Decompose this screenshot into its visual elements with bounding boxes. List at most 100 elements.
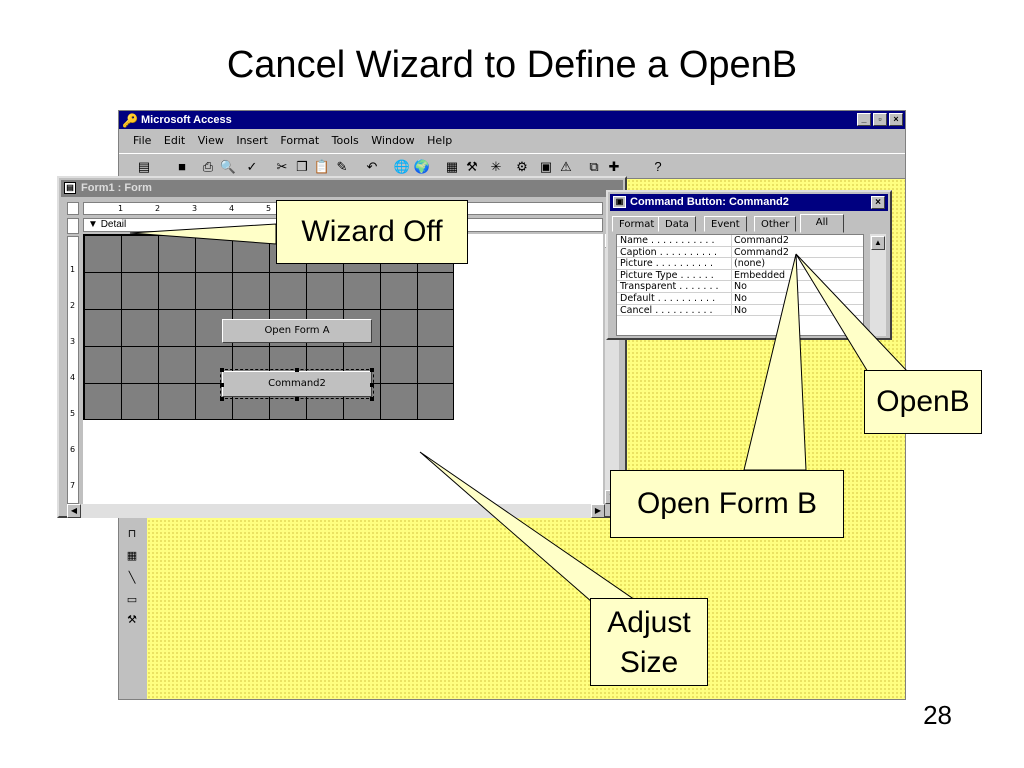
form-titlebar: ▤ Form1 : Form bbox=[61, 180, 623, 197]
property-row[interactable]: Picture Type . . . . . . Embedded bbox=[617, 269, 863, 282]
key-icon: 🔑 bbox=[122, 113, 139, 128]
copy-icon[interactable]: ❐ bbox=[296, 159, 308, 174]
property-name: Default . . . . . . . . . . bbox=[620, 292, 716, 304]
resize-handle[interactable] bbox=[370, 368, 374, 372]
open-form-b-leader bbox=[743, 253, 807, 471]
scroll-left-button[interactable]: ◀ bbox=[67, 504, 81, 518]
menu-file[interactable]: File bbox=[133, 134, 152, 147]
section-arrow-icon: ▼ bbox=[88, 219, 101, 230]
resize-handle[interactable] bbox=[295, 397, 299, 401]
toolbox-icon[interactable]: ⚒ bbox=[466, 159, 478, 174]
ruler-corner[interactable] bbox=[67, 202, 79, 215]
slide-title: Cancel Wizard to Define a OpenB bbox=[226, 44, 798, 86]
property-value[interactable]: (none) bbox=[731, 258, 863, 270]
ruler-mark: 2 bbox=[155, 204, 161, 213]
menu-insert[interactable]: Insert bbox=[236, 134, 268, 147]
tab-all[interactable]: All bbox=[800, 214, 844, 233]
new-object-icon[interactable]: ✚ bbox=[608, 159, 620, 174]
cut-icon[interactable]: ✂ bbox=[276, 159, 288, 174]
property-row[interactable]: Caption . . . . . . . . . .Command2 bbox=[617, 246, 863, 259]
property-value[interactable]: Command2 bbox=[731, 235, 863, 246]
resize-handle[interactable] bbox=[295, 368, 299, 372]
spelling-icon[interactable]: ✓ bbox=[246, 159, 258, 174]
property-value[interactable]: Embedded bbox=[731, 269, 863, 281]
tab-control-icon[interactable]: ⊓ bbox=[127, 527, 137, 540]
section-selector[interactable] bbox=[67, 218, 79, 234]
ruler-mark: 1 bbox=[70, 265, 76, 274]
undo-icon[interactable]: ↶ bbox=[366, 159, 378, 174]
vertical-ruler: 1 2 3 4 5 6 7 bbox=[67, 236, 79, 504]
resize-handle[interactable] bbox=[220, 397, 224, 401]
properties-titlebar: ▣ Command Button: Command2 × bbox=[610, 194, 888, 211]
tab-data[interactable]: Data bbox=[658, 216, 696, 232]
scroll-up-button[interactable]: ▲ bbox=[871, 236, 885, 250]
hyperlink-icon[interactable]: 🌐 bbox=[393, 159, 411, 174]
section-label: Detail bbox=[100, 219, 127, 230]
ruler-mark: 5 bbox=[70, 409, 76, 418]
detail-grid[interactable]: Open Form A Command2 bbox=[83, 234, 454, 420]
property-name: Picture Type . . . . . . bbox=[620, 269, 714, 281]
openb-callout: OpenB bbox=[864, 370, 982, 434]
property-row[interactable]: Transparent . . . . . . .No bbox=[617, 281, 863, 293]
more-controls-icon[interactable]: ⚒ bbox=[127, 613, 137, 626]
scroll-right-button[interactable]: ▶ bbox=[591, 504, 605, 518]
print-preview-icon[interactable]: 🔍 bbox=[219, 159, 237, 174]
resize-handle[interactable] bbox=[220, 368, 224, 372]
tab-event[interactable]: Event bbox=[704, 216, 747, 232]
tab-other[interactable]: Other bbox=[754, 216, 797, 232]
open-form-a-button[interactable]: Open Form A bbox=[222, 319, 372, 343]
maximize-button[interactable]: ▫ bbox=[873, 113, 887, 126]
property-value[interactable]: No bbox=[731, 292, 863, 304]
menu-edit[interactable]: Edit bbox=[163, 134, 186, 147]
close-button[interactable]: × bbox=[889, 113, 903, 126]
properties-icon[interactable]: ▣ bbox=[539, 159, 553, 174]
code-icon[interactable]: ⚙ bbox=[516, 159, 528, 174]
menu-help[interactable]: Help bbox=[427, 134, 453, 147]
database-window-icon[interactable]: ⧉ bbox=[589, 159, 599, 174]
property-row[interactable]: Picture . . . . . . . . . .(none) bbox=[617, 258, 863, 270]
property-value[interactable]: Command2 bbox=[731, 246, 863, 258]
ruler-mark: 5 bbox=[266, 204, 272, 213]
app-title: Microsoft Access bbox=[141, 114, 232, 126]
property-row[interactable]: Cancel . . . . . . . . . .No bbox=[617, 304, 863, 317]
ruler-mark: 7 bbox=[70, 481, 76, 490]
resize-handle[interactable] bbox=[220, 383, 224, 387]
field-list-icon[interactable]: ▦ bbox=[445, 159, 459, 174]
resize-handle[interactable] bbox=[370, 383, 374, 387]
property-row[interactable]: Default . . . . . . . . . . No bbox=[617, 292, 863, 305]
form-title: Form1 : Form bbox=[81, 182, 152, 194]
property-value[interactable]: No bbox=[731, 281, 863, 293]
adjust-size-line: Size bbox=[619, 646, 679, 679]
ruler-mark: 4 bbox=[229, 204, 235, 213]
minimize-button[interactable]: _ bbox=[857, 113, 871, 126]
properties-close-button[interactable]: × bbox=[871, 196, 885, 209]
format-painter-icon[interactable]: ✎ bbox=[336, 159, 348, 174]
menu-bar: File Edit View Insert Format Tools Windo… bbox=[119, 131, 905, 151]
openb-leader bbox=[795, 253, 910, 373]
print-icon[interactable]: ⎙ bbox=[202, 159, 214, 174]
menu-tools[interactable]: Tools bbox=[331, 134, 359, 147]
save-icon[interactable]: ■ bbox=[178, 159, 186, 174]
autoformat-icon[interactable]: ✳ bbox=[490, 159, 502, 174]
form-icon: ▤ bbox=[64, 182, 76, 194]
form-view-icon[interactable]: ▤ bbox=[137, 159, 151, 174]
paste-icon[interactable]: 📋 bbox=[313, 159, 331, 174]
property-row[interactable]: Name . . . . . . . . . . .Command2 bbox=[617, 235, 863, 247]
line-tool-icon[interactable]: ╲ bbox=[128, 571, 136, 584]
menu-window[interactable]: Window bbox=[371, 134, 415, 147]
subform-icon[interactable]: ▦ bbox=[126, 549, 138, 562]
horizontal-scrollbar[interactable]: ◀ ▶ bbox=[67, 504, 605, 518]
rectangle-tool-icon[interactable]: ▭ bbox=[126, 593, 138, 606]
resize-handle[interactable] bbox=[370, 397, 374, 401]
ruler-mark: 6 bbox=[70, 445, 76, 454]
web-toolbar-icon[interactable]: 🌍 bbox=[413, 159, 431, 174]
build-icon[interactable]: ⚠ bbox=[560, 159, 572, 174]
property-value[interactable]: No bbox=[731, 304, 863, 316]
menu-format[interactable]: Format bbox=[280, 134, 320, 147]
menu-view[interactable]: View bbox=[197, 134, 224, 147]
help-icon[interactable]: ? bbox=[654, 159, 662, 174]
properties-icon: ▣ bbox=[613, 196, 626, 208]
wizard-off-callout: Wizard Off bbox=[276, 200, 468, 264]
properties-scrollbar[interactable]: ▲ bbox=[870, 234, 886, 336]
